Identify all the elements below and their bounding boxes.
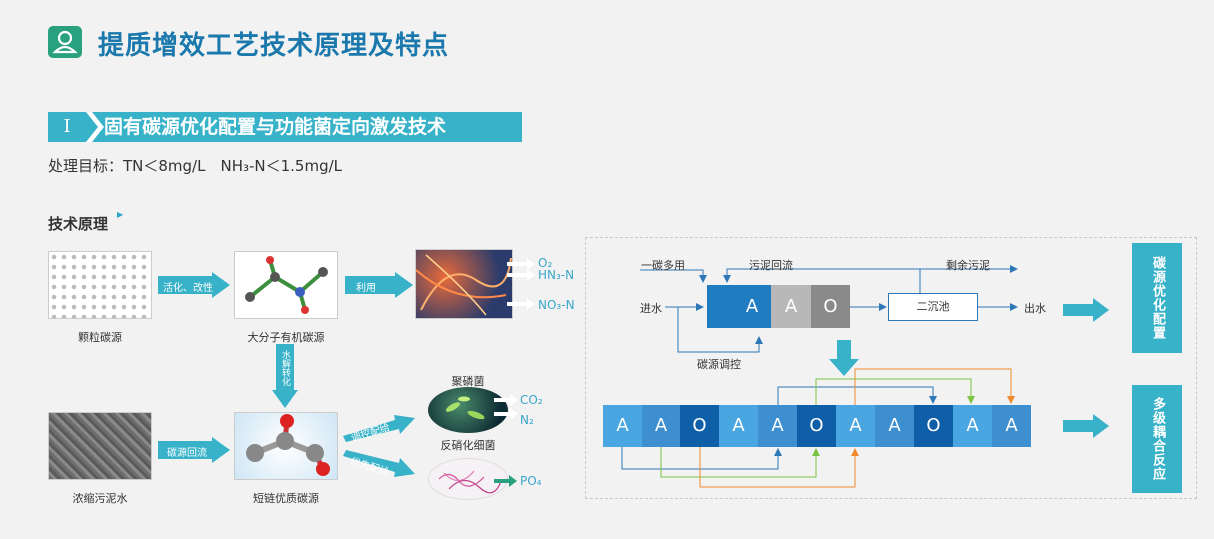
inflow-label: 进水 (640, 302, 662, 315)
denitrifier-caption: 反硝化细菌 (440, 439, 496, 452)
reactor-cell-1: A (642, 405, 680, 447)
carbon-control-label: 碳源调控 (697, 358, 741, 371)
utilize-label: 利用 (356, 283, 376, 294)
granular-carbon-image (48, 251, 152, 319)
phosphorus-bacteria-image (428, 458, 508, 500)
to-coupling-arrow-icon (1063, 414, 1109, 438)
principle-label: 技术原理 (48, 215, 109, 233)
macromolecule-image (234, 251, 338, 319)
hydrolysis-arrow-icon (272, 344, 298, 408)
reactor-cell-top-3: O (811, 285, 850, 328)
activation-arrow-icon (158, 272, 230, 298)
pao-image (428, 387, 508, 433)
section-bar (48, 112, 522, 142)
chem-co2: CO₂ (520, 393, 543, 407)
to-carbon-config-arrow-icon (1063, 298, 1109, 322)
granular-carbon-caption: 颗粒碳源 (78, 331, 122, 344)
reactor-cell-3: A (719, 405, 758, 447)
reactor-cell-8: O (914, 405, 953, 447)
section-chevron-icon (86, 112, 104, 142)
chem-hn3n: HN₃-N (538, 268, 575, 282)
sludge-image (48, 412, 152, 480)
macromolecule-caption: 大分子有机碳源 (247, 331, 325, 344)
reactor-cell-6: A (836, 405, 875, 447)
sludge-caption: 浓缩污泥水 (72, 492, 128, 505)
one-carbon-label: 一碳多用 (641, 259, 685, 272)
reactor-cell-7: A (875, 405, 914, 447)
sludge-return-label: 污泥回流 (749, 259, 793, 272)
clarifier-box: 二沉池 (888, 293, 978, 321)
short-chain-image (234, 412, 338, 480)
reactor-cell-top-0 (707, 285, 733, 328)
reactor-cell-0: A (603, 405, 642, 447)
chem-no3n: NO₃-N (538, 298, 575, 312)
bacteria-image (415, 249, 513, 319)
reactor-cell-10: A (992, 405, 1031, 447)
reactor-cell-top-2: A (771, 285, 811, 328)
reactor-cell-2: O (680, 405, 719, 447)
hydrolysis-label: 水解转化 (280, 350, 290, 386)
chem-po4: PO₄ (520, 474, 542, 488)
po4-arrow-icon (494, 475, 517, 487)
reactor-cell-5: O (797, 405, 836, 447)
section-number: I (63, 116, 71, 137)
pao-caption: 聚磷菌 (451, 375, 485, 388)
triangle-icon: ▶ (117, 210, 124, 219)
residual-sludge-label: 剩余污泥 (946, 259, 990, 272)
section-title: 固有碳源优化配置与功能菌定向激发技术 (104, 116, 447, 138)
page-title: 提质增效工艺技术原理及特点 (98, 31, 450, 61)
priority-arrow-icon (343, 450, 415, 477)
person-icon (48, 26, 82, 58)
process-diagram-frame (585, 237, 1197, 499)
chem-n2: N₂ (520, 413, 534, 427)
process-flow-lines (621, 265, 1018, 488)
treatment-goal: 处理目标：TN＜8mg/L NH₃-N＜1.5mg/L (48, 157, 343, 175)
coupling-reaction-box: 多级耦合反应 (1132, 385, 1182, 493)
utilize-arrow-icon (345, 272, 413, 298)
activation-label: 活化、改性 (163, 283, 213, 294)
recycle-arrow-icon (158, 437, 230, 463)
reactor-cell-top-1: A (733, 285, 771, 328)
outflow-label: 出水 (1024, 302, 1046, 315)
chem-o2: O₂ (538, 256, 553, 270)
regulate-arrow-icon (343, 415, 415, 442)
co2-n2-arrows-icon (494, 394, 518, 420)
chem-arrows-icon (507, 258, 535, 310)
short-chain-caption: 短链优质碳源 (253, 492, 319, 505)
carbon-config-box: 碳源优化配置 (1132, 243, 1182, 353)
reactor-cell-4: A (758, 405, 797, 447)
reactor-cell-9: A (953, 405, 992, 447)
recycle-label: 碳源回流 (167, 448, 207, 459)
